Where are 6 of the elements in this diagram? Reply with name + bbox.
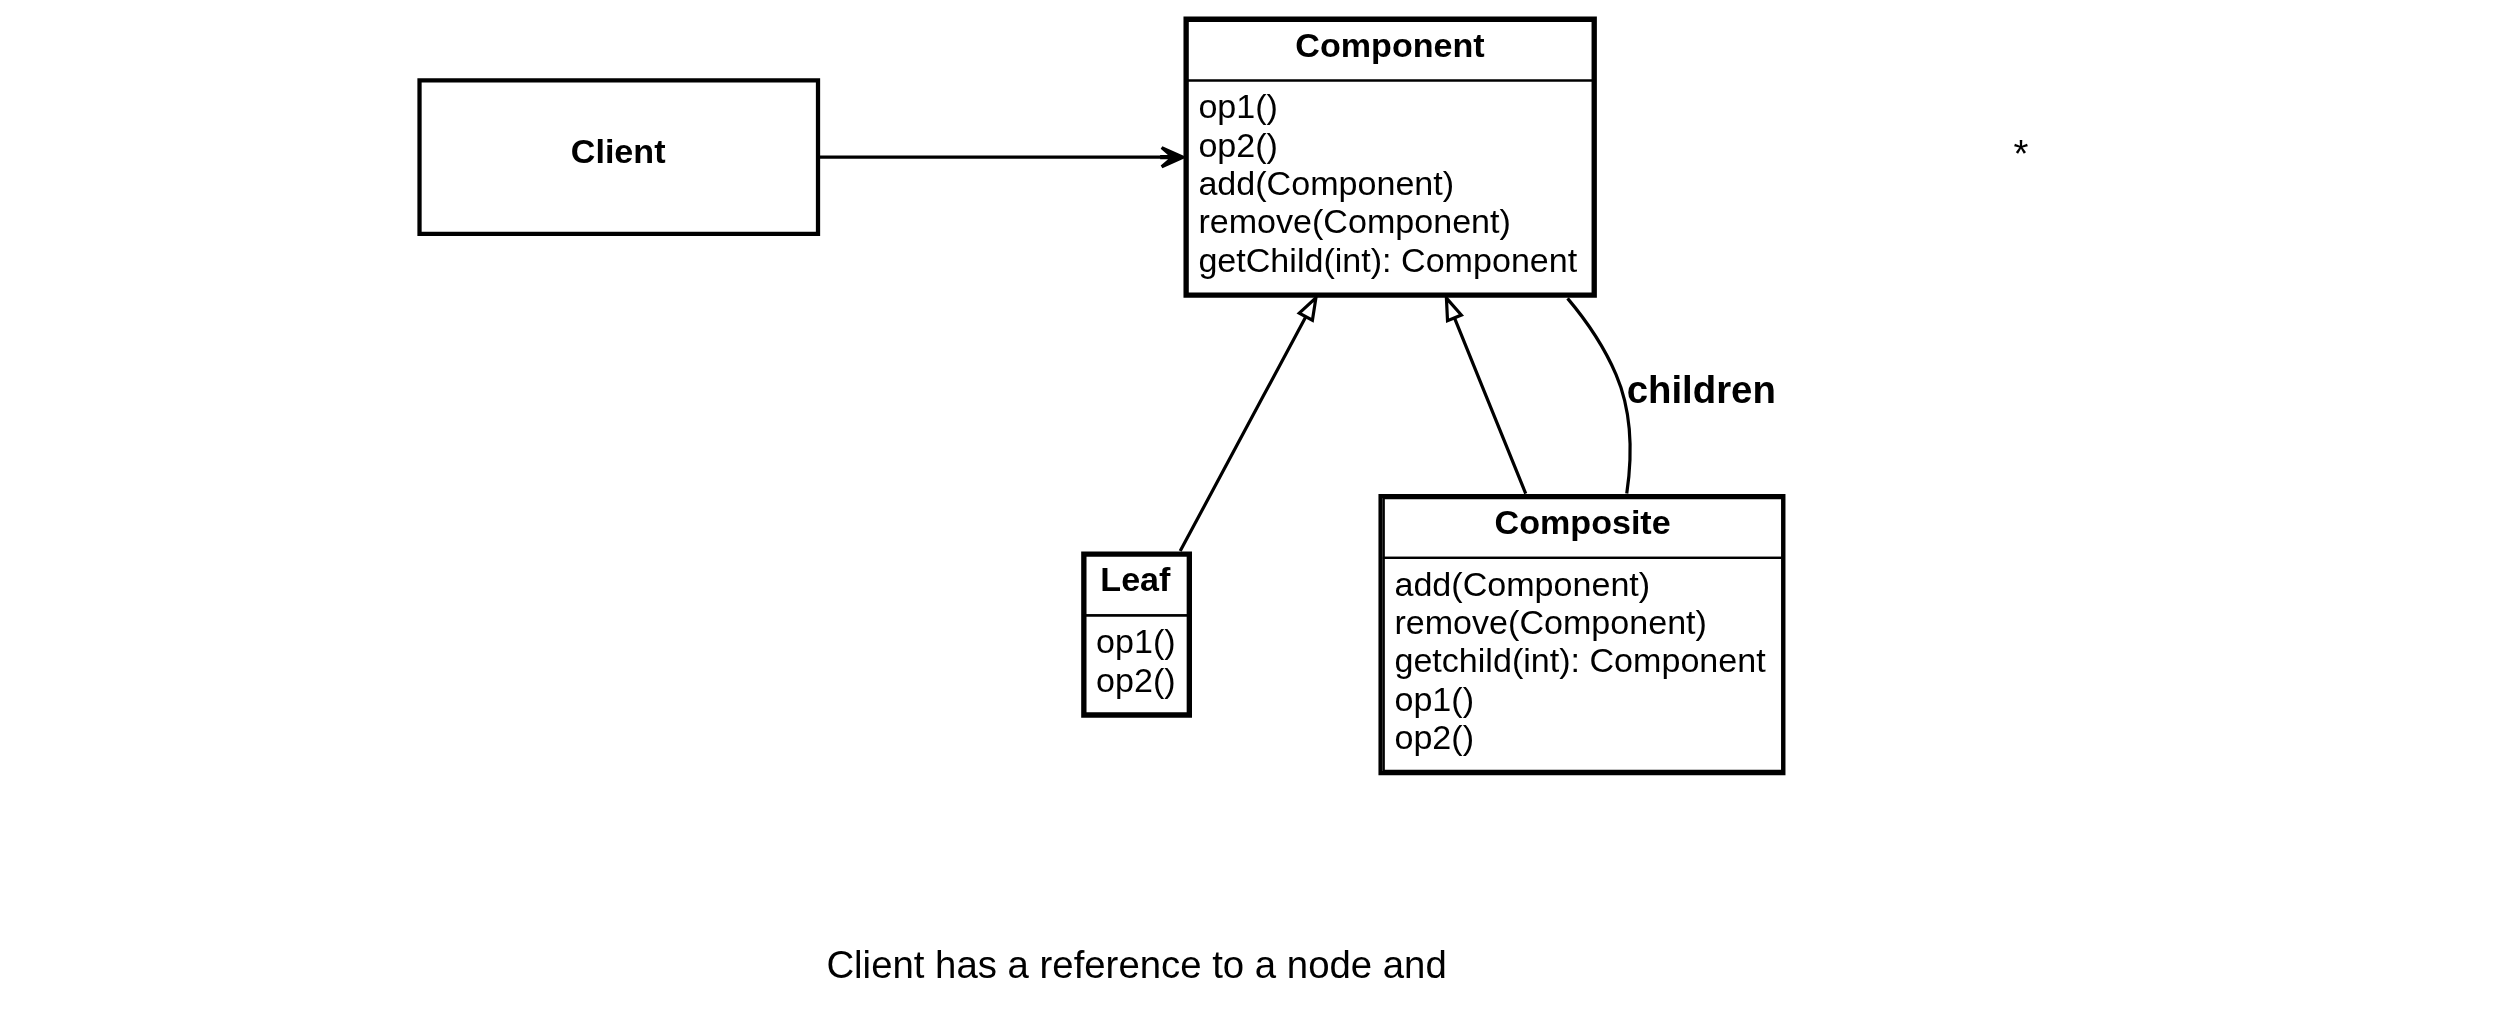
connector <box>1566 297 1632 494</box>
edge-label: children <box>1626 368 1776 412</box>
arrow <box>818 146 1185 169</box>
label: * <box>2013 131 2029 175</box>
label: Client has a reference to a node and <box>826 943 1447 987</box>
node-box: Client <box>417 78 821 237</box>
